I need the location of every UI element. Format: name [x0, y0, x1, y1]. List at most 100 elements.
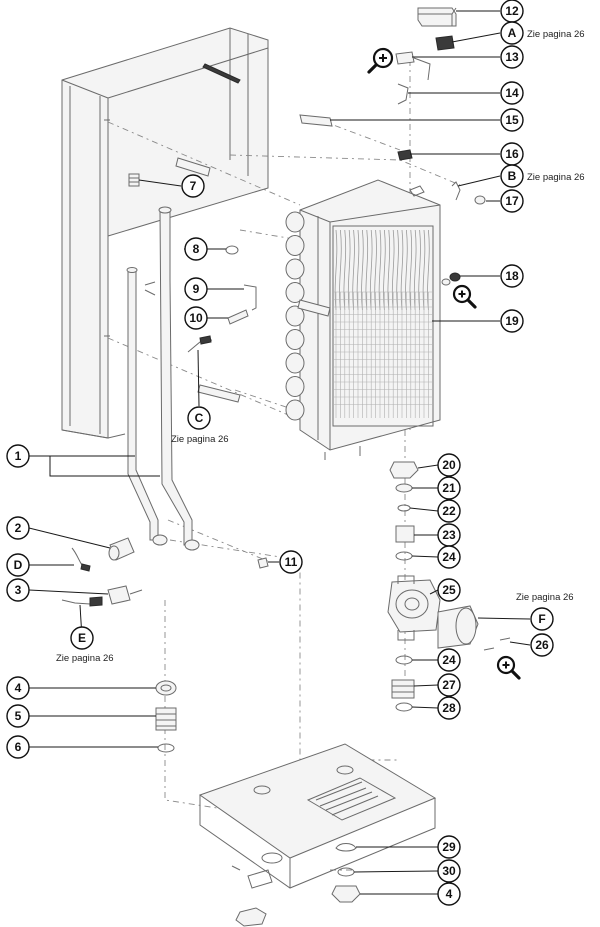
callout-17: 17	[500, 189, 524, 213]
casing-panel	[61, 27, 269, 439]
svg-text:4: 4	[446, 887, 453, 901]
exchanger-fin	[383, 229, 386, 311]
callout-4: 4	[6, 676, 30, 700]
callout-1: 1	[6, 444, 30, 468]
callout-D: D	[6, 553, 30, 577]
exchanger-fin	[418, 229, 421, 311]
page-ref-C: Zie pagina 26	[171, 434, 229, 445]
callout-30: 30	[437, 859, 461, 883]
svg-text:16: 16	[505, 147, 519, 161]
svg-text:C: C	[195, 411, 204, 425]
zoom-in-icon	[367, 47, 394, 74]
callout-28: 28	[437, 696, 461, 720]
svg-text:2: 2	[15, 521, 22, 535]
svg-text:B: B	[508, 169, 517, 183]
exchanger-fin	[413, 229, 417, 311]
svg-text:10: 10	[189, 311, 203, 325]
svg-text:23: 23	[442, 528, 456, 542]
svg-text:21: 21	[442, 481, 456, 495]
callout-13: 13	[500, 45, 524, 69]
callout-10: 10	[184, 306, 208, 330]
svg-text:A: A	[508, 26, 517, 40]
callout-B: B	[500, 164, 524, 188]
svg-text:15: 15	[505, 113, 519, 127]
callout-5: 5	[6, 704, 30, 728]
exchanger-side-lobe	[285, 352, 305, 374]
page-ref-B: Zie pagina 26	[527, 172, 585, 183]
svg-text:3: 3	[15, 583, 22, 597]
leader-lines	[28, 10, 531, 895]
callout-E: E	[70, 626, 94, 650]
callout-A: A	[500, 21, 524, 45]
exchanger-fin	[352, 229, 355, 311]
callout-18: 18	[500, 264, 524, 288]
svg-text:25: 25	[442, 583, 456, 597]
exchanger-fin	[361, 229, 364, 311]
svg-text:24: 24	[442, 550, 456, 564]
callout-27: 27	[437, 673, 461, 697]
exchanger-fin	[334, 229, 338, 311]
small-parts-left	[61, 173, 269, 753]
svg-text:13: 13	[505, 50, 519, 64]
callout-6: 6	[6, 735, 30, 759]
base-tray	[198, 743, 437, 927]
zoom-in-icon	[496, 655, 521, 680]
page-ref-A: Zie pagina 26	[527, 29, 585, 40]
svg-text:D: D	[14, 558, 23, 572]
svg-text:17: 17	[505, 194, 519, 208]
small-parts-bottom	[331, 843, 361, 903]
exchanger-fin	[343, 229, 347, 311]
exchanger-side-lobe	[285, 258, 305, 280]
callout-3: 3	[6, 578, 30, 602]
page-ref-E: Zie pagina 26	[56, 653, 114, 664]
exchanger-fin	[400, 229, 404, 311]
exchanger-fin	[369, 229, 373, 311]
exchanger-fin	[396, 229, 399, 311]
svg-text:6: 6	[15, 740, 22, 754]
exchanger-fin	[356, 229, 360, 311]
exchanger-fin	[378, 229, 382, 311]
small-parts-top	[395, 7, 486, 286]
svg-text:12: 12	[505, 4, 519, 18]
callout-14: 14	[500, 81, 524, 105]
callout-25: 25	[437, 578, 461, 602]
svg-text:20: 20	[442, 458, 456, 472]
callout-24: 24	[437, 545, 461, 569]
callout-4: 4	[437, 882, 461, 906]
exchanger-fin	[427, 229, 430, 311]
exchanger-fin	[365, 229, 369, 311]
svg-text:29: 29	[442, 840, 456, 854]
callout-8: 8	[184, 237, 208, 261]
exchanger-side-lobe	[285, 235, 305, 256]
callout-24: 24	[437, 648, 461, 672]
svg-text:E: E	[78, 631, 86, 645]
exchanger-side-lobe	[285, 211, 305, 233]
callout-7: 7	[181, 174, 205, 198]
svg-text:30: 30	[442, 864, 456, 878]
svg-text:24: 24	[442, 653, 456, 667]
burner-rods	[175, 114, 333, 403]
exchanger-side-lobe	[285, 329, 305, 350]
svg-text:7: 7	[190, 179, 197, 193]
exchanger-side-lobe	[285, 282, 305, 303]
callout-2: 2	[6, 516, 30, 540]
svg-text:19: 19	[505, 314, 519, 328]
callout-21: 21	[437, 476, 461, 500]
pump-assembly	[387, 461, 511, 712]
callout-C: C	[187, 406, 211, 430]
svg-text:F: F	[538, 612, 545, 626]
callout-16: 16	[500, 142, 524, 166]
exchanger-fin	[387, 229, 391, 311]
callout-15: 15	[500, 108, 524, 132]
svg-text:26: 26	[535, 638, 549, 652]
callout-23: 23	[437, 523, 461, 547]
exchanger-fin	[391, 229, 395, 311]
callout-26: 26	[530, 633, 554, 657]
exchanger-fin	[339, 229, 342, 311]
callout-9: 9	[184, 277, 208, 301]
exchanger-fin	[409, 229, 413, 311]
callout-12: 12	[500, 0, 524, 23]
page-ref-F: Zie pagina 26	[516, 592, 574, 603]
svg-text:1: 1	[15, 449, 22, 463]
